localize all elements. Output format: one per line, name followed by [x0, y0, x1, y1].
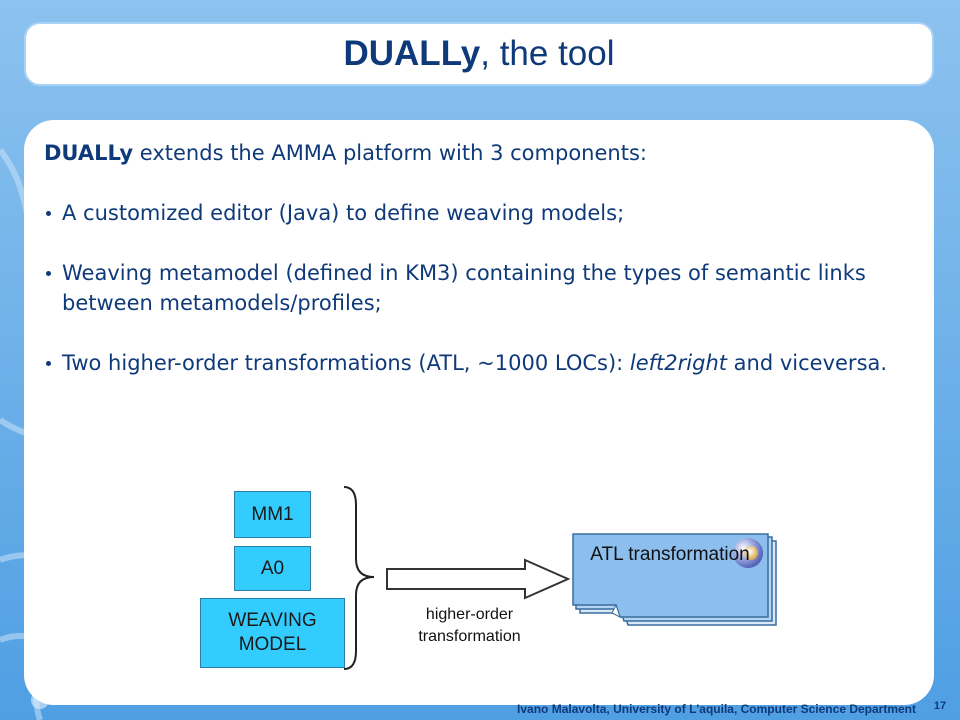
- bullet-item: A customized editor (Java) to define wea…: [44, 198, 914, 228]
- intro-text: extends the AMMA platform with 3 compone…: [133, 141, 647, 165]
- slide-title: DUALLy, the tool: [343, 34, 614, 74]
- page-number: 17: [933, 700, 947, 712]
- footer-credit: Ivano Malavolta, University of L'aquila,…: [517, 702, 916, 716]
- title-bar: DUALLy, the tool: [24, 22, 934, 86]
- atl-label: ATL transformation: [590, 544, 750, 565]
- bullet-italic-text: left2right: [629, 351, 727, 375]
- content-panel: DUALLy extends the AMMA platform with 3 …: [24, 120, 934, 705]
- bullet-item: Two higher-order transformations (ATL, ~…: [44, 348, 914, 378]
- bullet-text: Weaving metamodel (defined in KM3) conta…: [62, 261, 866, 315]
- bullet-text: A customized editor (Java) to define wea…: [62, 201, 625, 225]
- right-brace: [343, 486, 375, 670]
- arrow-label: higher-order transformation: [418, 606, 521, 645]
- text-block: DUALLy extends the AMMA platform with 3 …: [44, 138, 914, 408]
- title-rest: , the tool: [480, 34, 615, 73]
- bullet-dot: [46, 211, 51, 216]
- intro-line: DUALLy extends the AMMA platform with 3 …: [44, 138, 914, 168]
- bullet-text-end: and viceversa.: [727, 351, 888, 375]
- bullet-dot: [46, 271, 51, 276]
- atl-transformation-node: ATL transformation: [572, 533, 780, 629]
- atl-logo-icon: [733, 538, 763, 568]
- intro-brand: DUALLy: [44, 141, 134, 165]
- weaving-model-box: WEAVING MODEL: [200, 598, 345, 668]
- bullet-item: Weaving metamodel (defined in KM3) conta…: [44, 258, 914, 318]
- title-brand: DUALLy: [343, 34, 481, 73]
- a0-box: A0: [234, 546, 311, 591]
- bullet-dot: [46, 361, 51, 366]
- bullet-text: Two higher-order transformations (ATL, ~…: [62, 351, 630, 375]
- transformation-arrow: [386, 558, 571, 600]
- mm1-box: MM1: [234, 491, 311, 538]
- stacked-document-shape: [572, 533, 777, 626]
